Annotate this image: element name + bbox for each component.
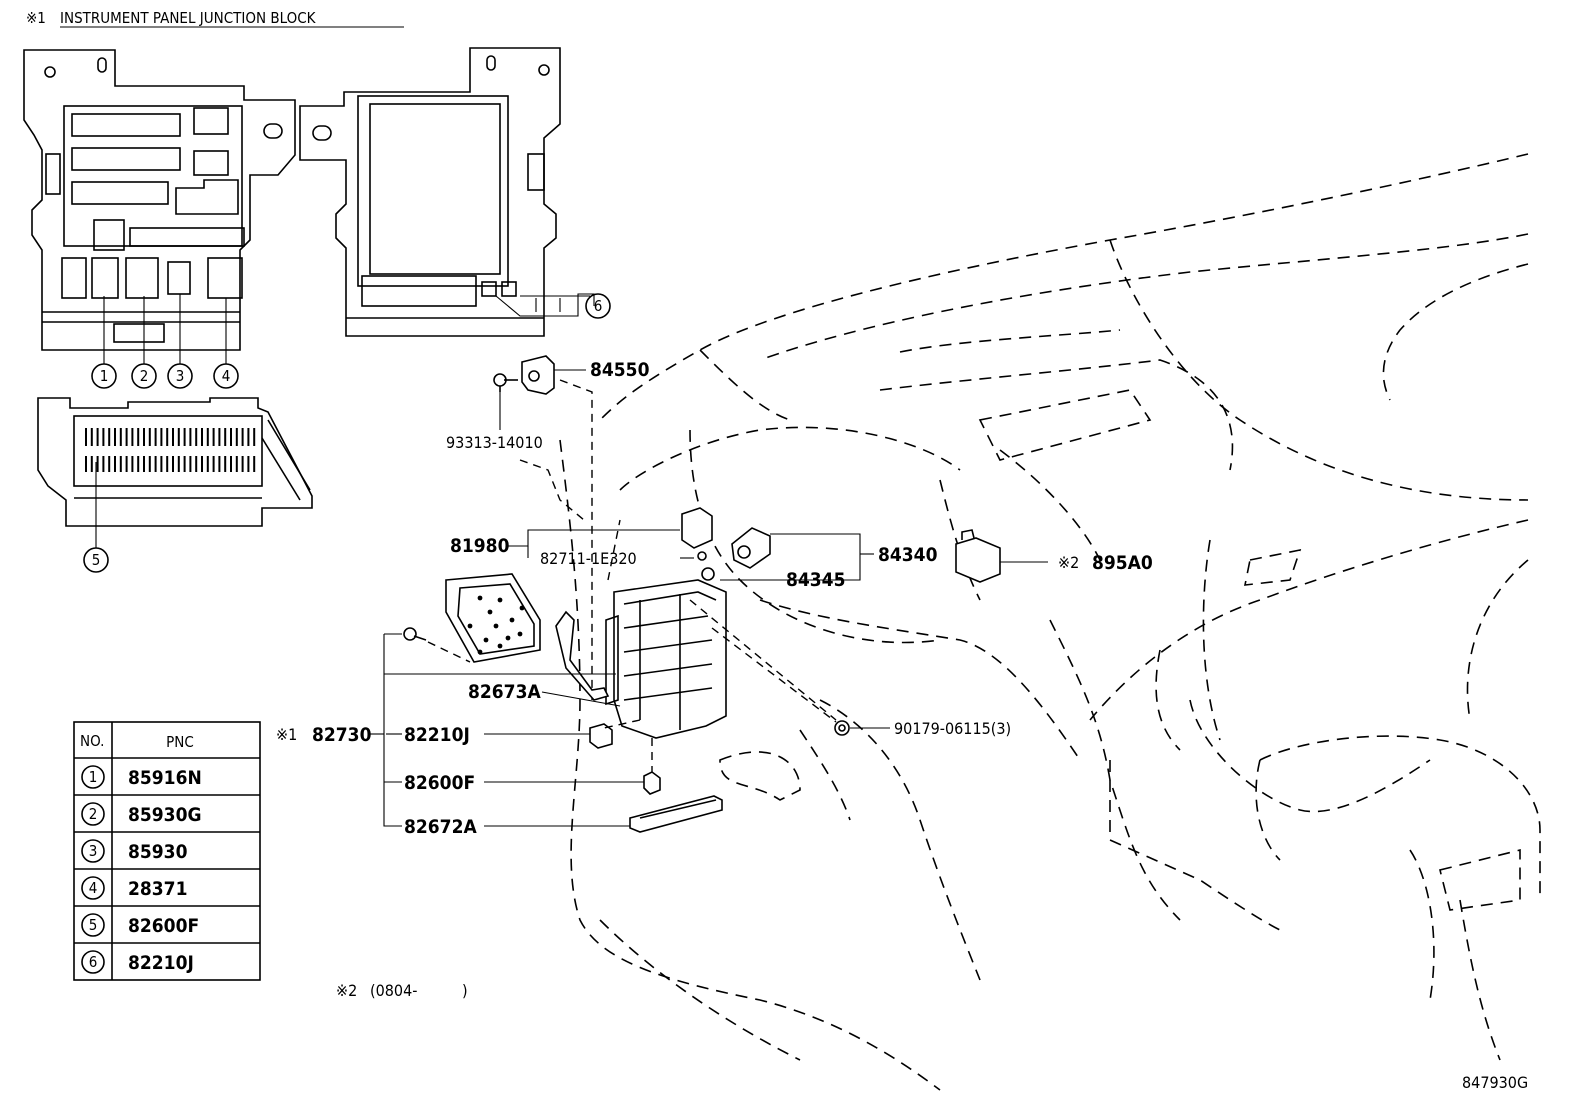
circle-marker-5: 5 [83, 547, 109, 573]
circle-marker-4: 4 [213, 363, 239, 389]
table-row: 2 85930G [81, 802, 202, 826]
table-row-no: 3 [89, 842, 98, 860]
circle-marker-6: 6 [585, 293, 611, 319]
svg-text:4: 4 [222, 367, 231, 385]
svg-text:1: 1 [100, 367, 109, 385]
pcb-component [467, 623, 473, 629]
svg-text:3: 3 [176, 367, 185, 385]
part-82673A-cover [555, 610, 610, 701]
header-title: INSTRUMENT PANEL JUNCTION BLOCK [60, 9, 317, 27]
table-row-no: 2 [89, 805, 98, 823]
label-82672A: 82672A [404, 816, 477, 838]
leaders-1-4 [103, 294, 227, 364]
part-82730-junction-block [605, 579, 727, 739]
part-84550-bracket [521, 355, 586, 395]
table-row-pnc: 82600F [128, 915, 199, 937]
callout-leaders [383, 529, 1048, 827]
label-895A0: 895A0 [1092, 552, 1153, 574]
label-82730-mark: ※1 [276, 725, 297, 744]
table-row: 1 85916N [81, 765, 202, 789]
pcb-component [487, 609, 493, 615]
pcb-component [477, 649, 483, 655]
pcb-component [477, 595, 483, 601]
label-82600F: 82600F [404, 772, 475, 794]
header-mark: ※1 [26, 9, 46, 27]
pcb-component [519, 605, 525, 611]
footnote-close: ) [462, 981, 468, 1000]
leader-6 [495, 293, 595, 317]
circle-marker-1: 1 [91, 363, 117, 389]
part-81980-relay [681, 507, 713, 561]
part-84345-nut [701, 567, 715, 581]
part-82672A-cover [629, 795, 723, 833]
label-82730: 82730 [312, 724, 372, 746]
label-82210J: 82210J [404, 724, 470, 746]
label-84340: 84340 [878, 544, 938, 566]
table-row-pnc: 82210J [128, 952, 194, 974]
pnc-table: NO. PNC 1 85916N 2 85930G 3 85930 4 2837… [73, 721, 261, 981]
pcb-component [497, 643, 503, 649]
table-row-pnc: 85930G [128, 804, 202, 826]
table-row: 6 82210J [81, 950, 194, 974]
connector-view [37, 397, 313, 527]
svg-text:5: 5 [92, 551, 101, 569]
label-90179-06115: 90179-06115(3) [894, 719, 1011, 738]
label-93313-14010: 93313-14010 [446, 433, 543, 452]
part-82600F-connector [643, 771, 661, 795]
label-82711-1E320: 82711-1E320 [540, 549, 637, 568]
assembly-line-84550 [559, 379, 593, 700]
pcb-component [493, 623, 499, 629]
table-row-pnc: 85930 [128, 841, 188, 863]
table-row-no: 5 [89, 916, 98, 934]
table-row-pnc: 28371 [128, 878, 187, 900]
circle-marker-3: 3 [167, 363, 193, 389]
label-82673A: 82673A [468, 681, 541, 703]
table-row: 3 85930 [81, 839, 188, 863]
table-row: 4 28371 [81, 876, 187, 900]
circle-marker-2: 2 [131, 363, 157, 389]
table-header-no: NO. [80, 732, 104, 750]
table-row: 5 82600F [81, 913, 199, 937]
pcb-component [497, 597, 503, 603]
assembly-lines [427, 459, 837, 772]
header: ※1 INSTRUMENT PANEL JUNCTION BLOCK [26, 9, 404, 28]
diagram-id: 847930G [1462, 1073, 1528, 1092]
label-81980: 81980 [450, 535, 510, 557]
table-row-no: 4 [89, 879, 98, 897]
junction-block-rear-view [299, 47, 561, 337]
footnote-text: (0804- [370, 981, 417, 1000]
part-895A0-sensor [955, 529, 1001, 583]
footnote-mark: ※2 [336, 981, 357, 1000]
table-header-pnc: PNC [166, 733, 194, 751]
part-93313-bolt [493, 373, 518, 430]
junction-block-front-view [23, 49, 296, 351]
dashboard-outline [559, 153, 1541, 1091]
pcb-component [509, 617, 515, 623]
svg-text:2: 2 [140, 367, 149, 385]
part-pcb-board [445, 573, 541, 663]
label-895A0-mark: ※2 [1058, 553, 1079, 572]
pcb-component [517, 631, 523, 637]
part-82210J-connector [589, 723, 613, 749]
part-90179-nut [834, 720, 850, 736]
part-84340-sensor [731, 527, 771, 569]
table-row-no: 6 [89, 953, 98, 971]
table-row-pnc: 85916N [128, 767, 202, 789]
label-84345: 84345 [786, 569, 845, 591]
table-row-no: 1 [89, 768, 98, 786]
svg-text:6: 6 [594, 297, 603, 315]
part-bolt-pcb [403, 627, 427, 641]
pcb-component [483, 637, 489, 643]
label-84550: 84550 [590, 359, 650, 381]
pcb-component [505, 635, 511, 641]
